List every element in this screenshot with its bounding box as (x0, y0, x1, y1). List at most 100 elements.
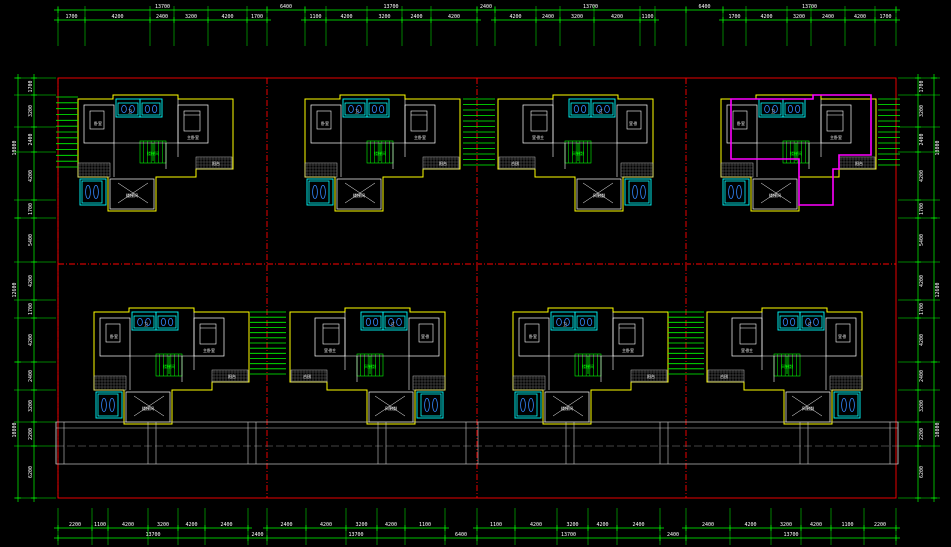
dim-text: 4200 (185, 522, 197, 528)
basin-fixture (356, 105, 362, 113)
dim-text: 4200 (340, 14, 352, 20)
bed-icon (524, 323, 540, 343)
room-label: 楼梯间 (781, 363, 793, 369)
room-label: 楼梯间 (572, 150, 584, 156)
dim-text: 4200 (122, 522, 134, 528)
dim-text: 12600 (12, 282, 18, 297)
room-label: 楼梯间 (802, 405, 814, 411)
diagonal (552, 395, 584, 417)
hatch-area (630, 369, 668, 383)
room-stair-hall (336, 178, 382, 210)
hatch-area (195, 156, 233, 170)
room-label: 楼梯间 (142, 405, 154, 411)
room-label: 阳台 (439, 160, 447, 166)
kitchen-box (79, 178, 107, 206)
window-bay (568, 98, 592, 118)
bath-box (344, 102, 366, 116)
dim-text: 2400 (480, 4, 492, 10)
basin-fixture (596, 105, 602, 113)
dim-text: 4200 (810, 522, 822, 528)
bed-icon (626, 110, 642, 130)
toilet-fixture (813, 318, 819, 326)
room-label: 卧室 (421, 333, 429, 339)
room-label: 楼梯间 (582, 363, 594, 369)
basin-fixture (109, 398, 115, 413)
dim-text: 2400 (410, 14, 422, 20)
room-label: 主卧室 (187, 134, 199, 140)
room-label: 卫 (771, 109, 775, 114)
dim-text: 3200 (919, 105, 925, 117)
room-label: 主卧室 (830, 134, 842, 140)
dim-text: 2400 (28, 133, 34, 145)
room-label: 卫 (599, 109, 603, 114)
dim-text: 4200 (760, 14, 772, 20)
bath-box (81, 180, 103, 204)
toilet-fixture (728, 185, 734, 200)
window-bay (360, 311, 384, 331)
dim-text: 2200 (28, 428, 34, 440)
basin-fixture (632, 185, 638, 200)
room-bedroom (518, 317, 550, 357)
dim-text: 4200 (596, 522, 608, 528)
hatch-area (422, 156, 460, 170)
dim-text: 1700 (919, 203, 925, 215)
floor-plan-units: 卧室主卧室卫楼梯间楼梯间阳台卧室主卧室卫楼梯间楼梯间阳台卧室主卧室卫楼梯间楼梯间… (56, 94, 900, 425)
diagonal (760, 182, 792, 204)
dim-text: 13700 (583, 4, 598, 10)
room-label: 楼梯间 (561, 405, 573, 411)
toilet-fixture (579, 318, 585, 326)
road-strip (55, 421, 899, 465)
dim-text: 1700 (919, 80, 925, 92)
room-label: 主卧室 (741, 347, 753, 353)
toilet-fixture (432, 398, 438, 413)
toilet-fixture (101, 398, 107, 413)
room-label: 卧室 (629, 120, 637, 126)
basin-fixture (388, 318, 394, 326)
kitchen-box (624, 178, 652, 206)
dim-text: 4200 (111, 14, 123, 20)
dim-text: 10800 (935, 140, 941, 155)
basin-fixture (152, 105, 158, 113)
basin-fixture (145, 318, 151, 326)
room-label: 主卧室 (414, 134, 426, 140)
dim-text: 6400 (698, 4, 710, 10)
room-label: 阳台 (720, 373, 728, 379)
dim-text: 2400 (28, 370, 34, 382)
toilet-fixture (312, 185, 318, 200)
kitchen-box (514, 391, 542, 419)
dim-text: 3200 (355, 522, 367, 528)
dim-text: 5400 (919, 234, 925, 246)
diagonal (582, 182, 614, 204)
basin-fixture (795, 105, 801, 113)
bath-box (552, 315, 574, 329)
dim-text: 6200 (919, 466, 925, 478)
dim-text: 1700 (728, 14, 740, 20)
toilet-fixture (849, 398, 855, 413)
dim-text: 6200 (28, 466, 34, 478)
diagonal (374, 395, 406, 417)
bed-icon (739, 323, 757, 345)
window-bay (574, 311, 598, 331)
basin-fixture (168, 318, 174, 326)
room-label: 楼梯间 (385, 405, 397, 411)
bath-box (628, 180, 650, 204)
dim-text: 2400 (220, 522, 232, 528)
toilet-fixture (85, 185, 91, 200)
toilet-fixture (520, 398, 526, 413)
dim-text: 1700 (879, 14, 891, 20)
diagonal (133, 395, 165, 417)
bath-box (779, 315, 799, 329)
bath-box (801, 315, 823, 329)
dim-text: 6400 (280, 4, 292, 10)
basin-fixture (841, 398, 847, 413)
toilet-fixture (581, 105, 587, 113)
room-label: 卫 (563, 322, 567, 327)
dim-text: 3200 (378, 14, 390, 20)
dim-text: 2200 (69, 522, 81, 528)
hatch-area (304, 162, 338, 178)
